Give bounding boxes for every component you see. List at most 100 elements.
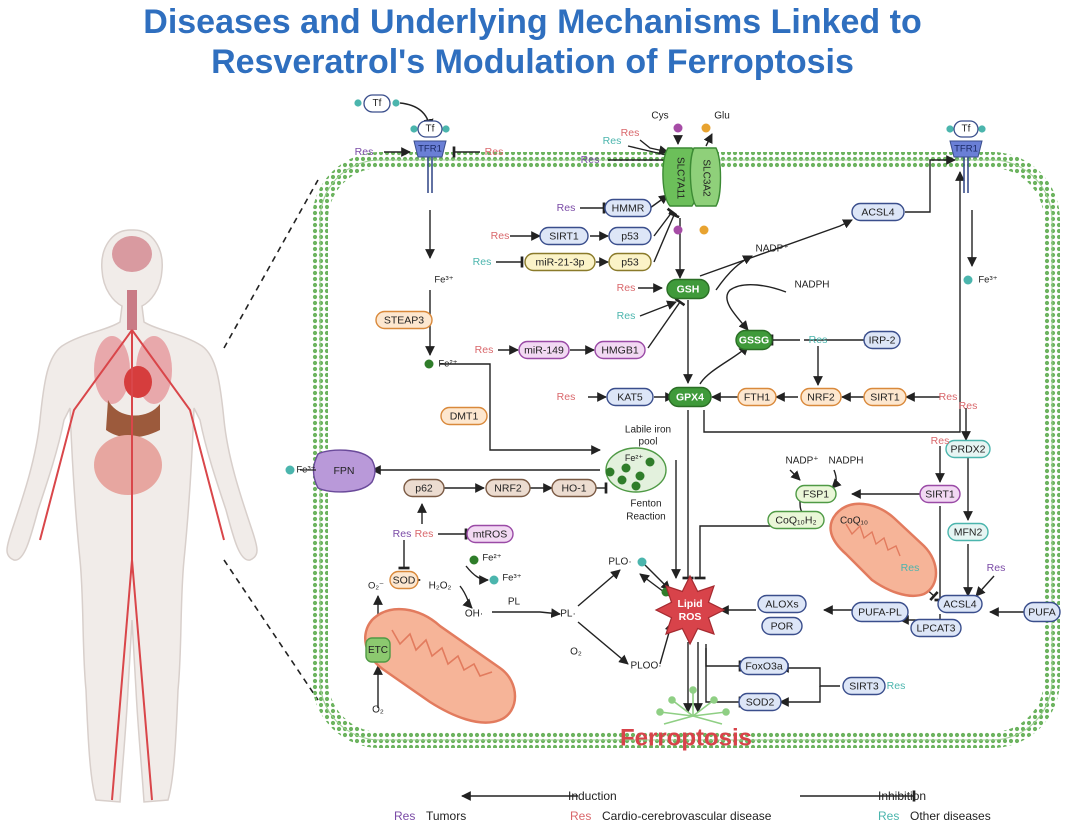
tfr1-left-label: TFR1: [418, 144, 442, 155]
coq10-label: CoQ₁₀: [840, 516, 868, 527]
p53-bottom-box: [608, 252, 652, 272]
legend-res-cardio: Res: [570, 809, 591, 823]
gsh-label: GSH: [677, 284, 700, 296]
tfr1-right-tf-dot-left: [946, 125, 954, 133]
ferroptosis-burst-icon: [656, 686, 730, 725]
res-tumor-slc: Res: [581, 154, 600, 166]
legend-res-tumor: Res: [394, 809, 415, 823]
o2-etc-label: O₂: [372, 705, 384, 716]
lipid-ros-star-icon: [654, 574, 726, 646]
acsl4-top-label: ACSL4: [861, 207, 894, 219]
sirt3-label: SIRT3: [849, 681, 879, 693]
p62-label: p62: [415, 483, 433, 495]
acsl4-lower-label: ACSL4: [943, 599, 976, 611]
gssg-box: [735, 329, 773, 351]
nrf2-right-box: [800, 387, 842, 407]
fe3-sod-label: Fe³⁺: [502, 573, 521, 584]
pufa-label: PUFA: [1028, 607, 1055, 619]
title-line-1: Diseases and Underlying Mechanisms Linke…: [143, 3, 922, 41]
hmmr-label: HMMR: [612, 203, 645, 215]
gssg-label: GSSG: [739, 335, 769, 347]
por-label: POR: [771, 621, 794, 633]
tf-free-dot-left: [354, 99, 362, 107]
dmt1-label: DMT1: [450, 411, 479, 423]
por-box: [761, 616, 803, 636]
cys-label: Cys: [651, 111, 668, 122]
fsp1-label: FSP1: [803, 489, 829, 501]
p53-top-box: [608, 226, 652, 246]
sod2-label: SOD2: [746, 697, 775, 709]
res-cardio-mir149: Res: [475, 344, 494, 356]
dmt1-box: [440, 406, 488, 426]
p62-box: [403, 478, 445, 498]
irp2-box: [863, 330, 901, 350]
res-tumor-hmmr: Res: [557, 202, 576, 214]
labile-pool-label-2: pool: [639, 437, 658, 448]
coq10h2-label: CoQ₁₀H₂: [775, 515, 816, 527]
prdx2-label: PRDX2: [950, 444, 985, 456]
tfr1-left-tf-label: Tf: [426, 124, 435, 135]
sirt1-lower-label: SIRT1: [925, 489, 955, 501]
nrf2-right-label: NRF2: [807, 392, 835, 404]
res-cardio-mtros: Res: [415, 528, 434, 540]
res-other-mir21: Res: [473, 256, 492, 268]
mfn2-label: MFN2: [954, 527, 983, 539]
res-cardio-sirt1-lower: Res: [931, 435, 950, 447]
sod-label: SOD: [393, 575, 416, 587]
p53-bottom-label: p53: [621, 257, 639, 269]
fe2-left-label: Fe²⁺: [438, 359, 457, 370]
tfr1-right-tf-box: [953, 120, 979, 138]
oh-label: OH·: [465, 609, 483, 620]
gsh-box: [666, 278, 710, 300]
etc-label: ETC: [368, 645, 388, 656]
glu-dot-bottom: [699, 225, 709, 235]
tf-free-box: [363, 94, 391, 113]
h2o2-label: H₂O₂: [429, 581, 452, 592]
fe3-right-label: Fe³⁺: [978, 275, 997, 286]
fe3-sod-dot: [489, 575, 499, 585]
nrf2-left-box: [485, 478, 531, 498]
pl-radical-label: PL·: [560, 609, 576, 620]
acsl4-top-box: [851, 202, 905, 222]
fe3-export-dot: [285, 465, 295, 475]
fth1-box: [737, 387, 777, 407]
acsl4-lower-box: [937, 594, 983, 614]
fe2-dot-left: [424, 359, 434, 369]
foxo3a-box: [739, 656, 789, 676]
fpn-transporter-icon: [312, 449, 376, 493]
slc3a2-label: SLC3A2: [701, 159, 712, 197]
res-cardio-sirt1: Res: [491, 230, 510, 242]
zoom-line-top: [223, 179, 319, 349]
lpcat3-label: LPCAT3: [917, 623, 956, 635]
kat5-label: KAT5: [617, 392, 643, 404]
fe3-dot-right: [963, 275, 973, 285]
fsp1-box: [795, 484, 837, 504]
legend-cardio-label: Cardio-cerebrovascular disease: [602, 809, 772, 823]
nadph-top-label: NADPH: [794, 280, 829, 291]
plo-radical-label: PLO·: [608, 557, 631, 568]
res-tumor-tfr1: Res: [355, 146, 374, 158]
mir149-box: [518, 340, 570, 360]
plo-dot: [637, 557, 647, 567]
lpcat3-box: [910, 618, 962, 638]
labile-pool-label-1: Labile iron: [625, 425, 671, 436]
res-tumor-acsl4: Res: [987, 562, 1006, 574]
etc-box: [365, 637, 391, 663]
ho1-label: HO-1: [561, 483, 586, 495]
tf-free-dot-right: [392, 99, 400, 107]
aloxs-box: [757, 594, 807, 614]
pufa-pl-label: PUFA-PL: [858, 607, 902, 619]
human-body-icon: [6, 229, 258, 803]
tfr1-right-label: TFR1: [954, 144, 978, 155]
zoom-line-bottom: [223, 559, 319, 701]
legend-induction-label: Induction: [568, 789, 617, 803]
res-cardio-slc-1: Res: [621, 127, 640, 139]
res-tumor-p62: Res: [393, 528, 412, 540]
gpx4-label: GPX4: [676, 392, 704, 404]
tf-free-label: Tf: [373, 98, 382, 109]
nrf2-left-label: NRF2: [494, 483, 522, 495]
pufa-pl-box: [851, 601, 909, 623]
sod2-box: [738, 692, 782, 712]
sirt1-right-label: SIRT1: [870, 392, 900, 404]
